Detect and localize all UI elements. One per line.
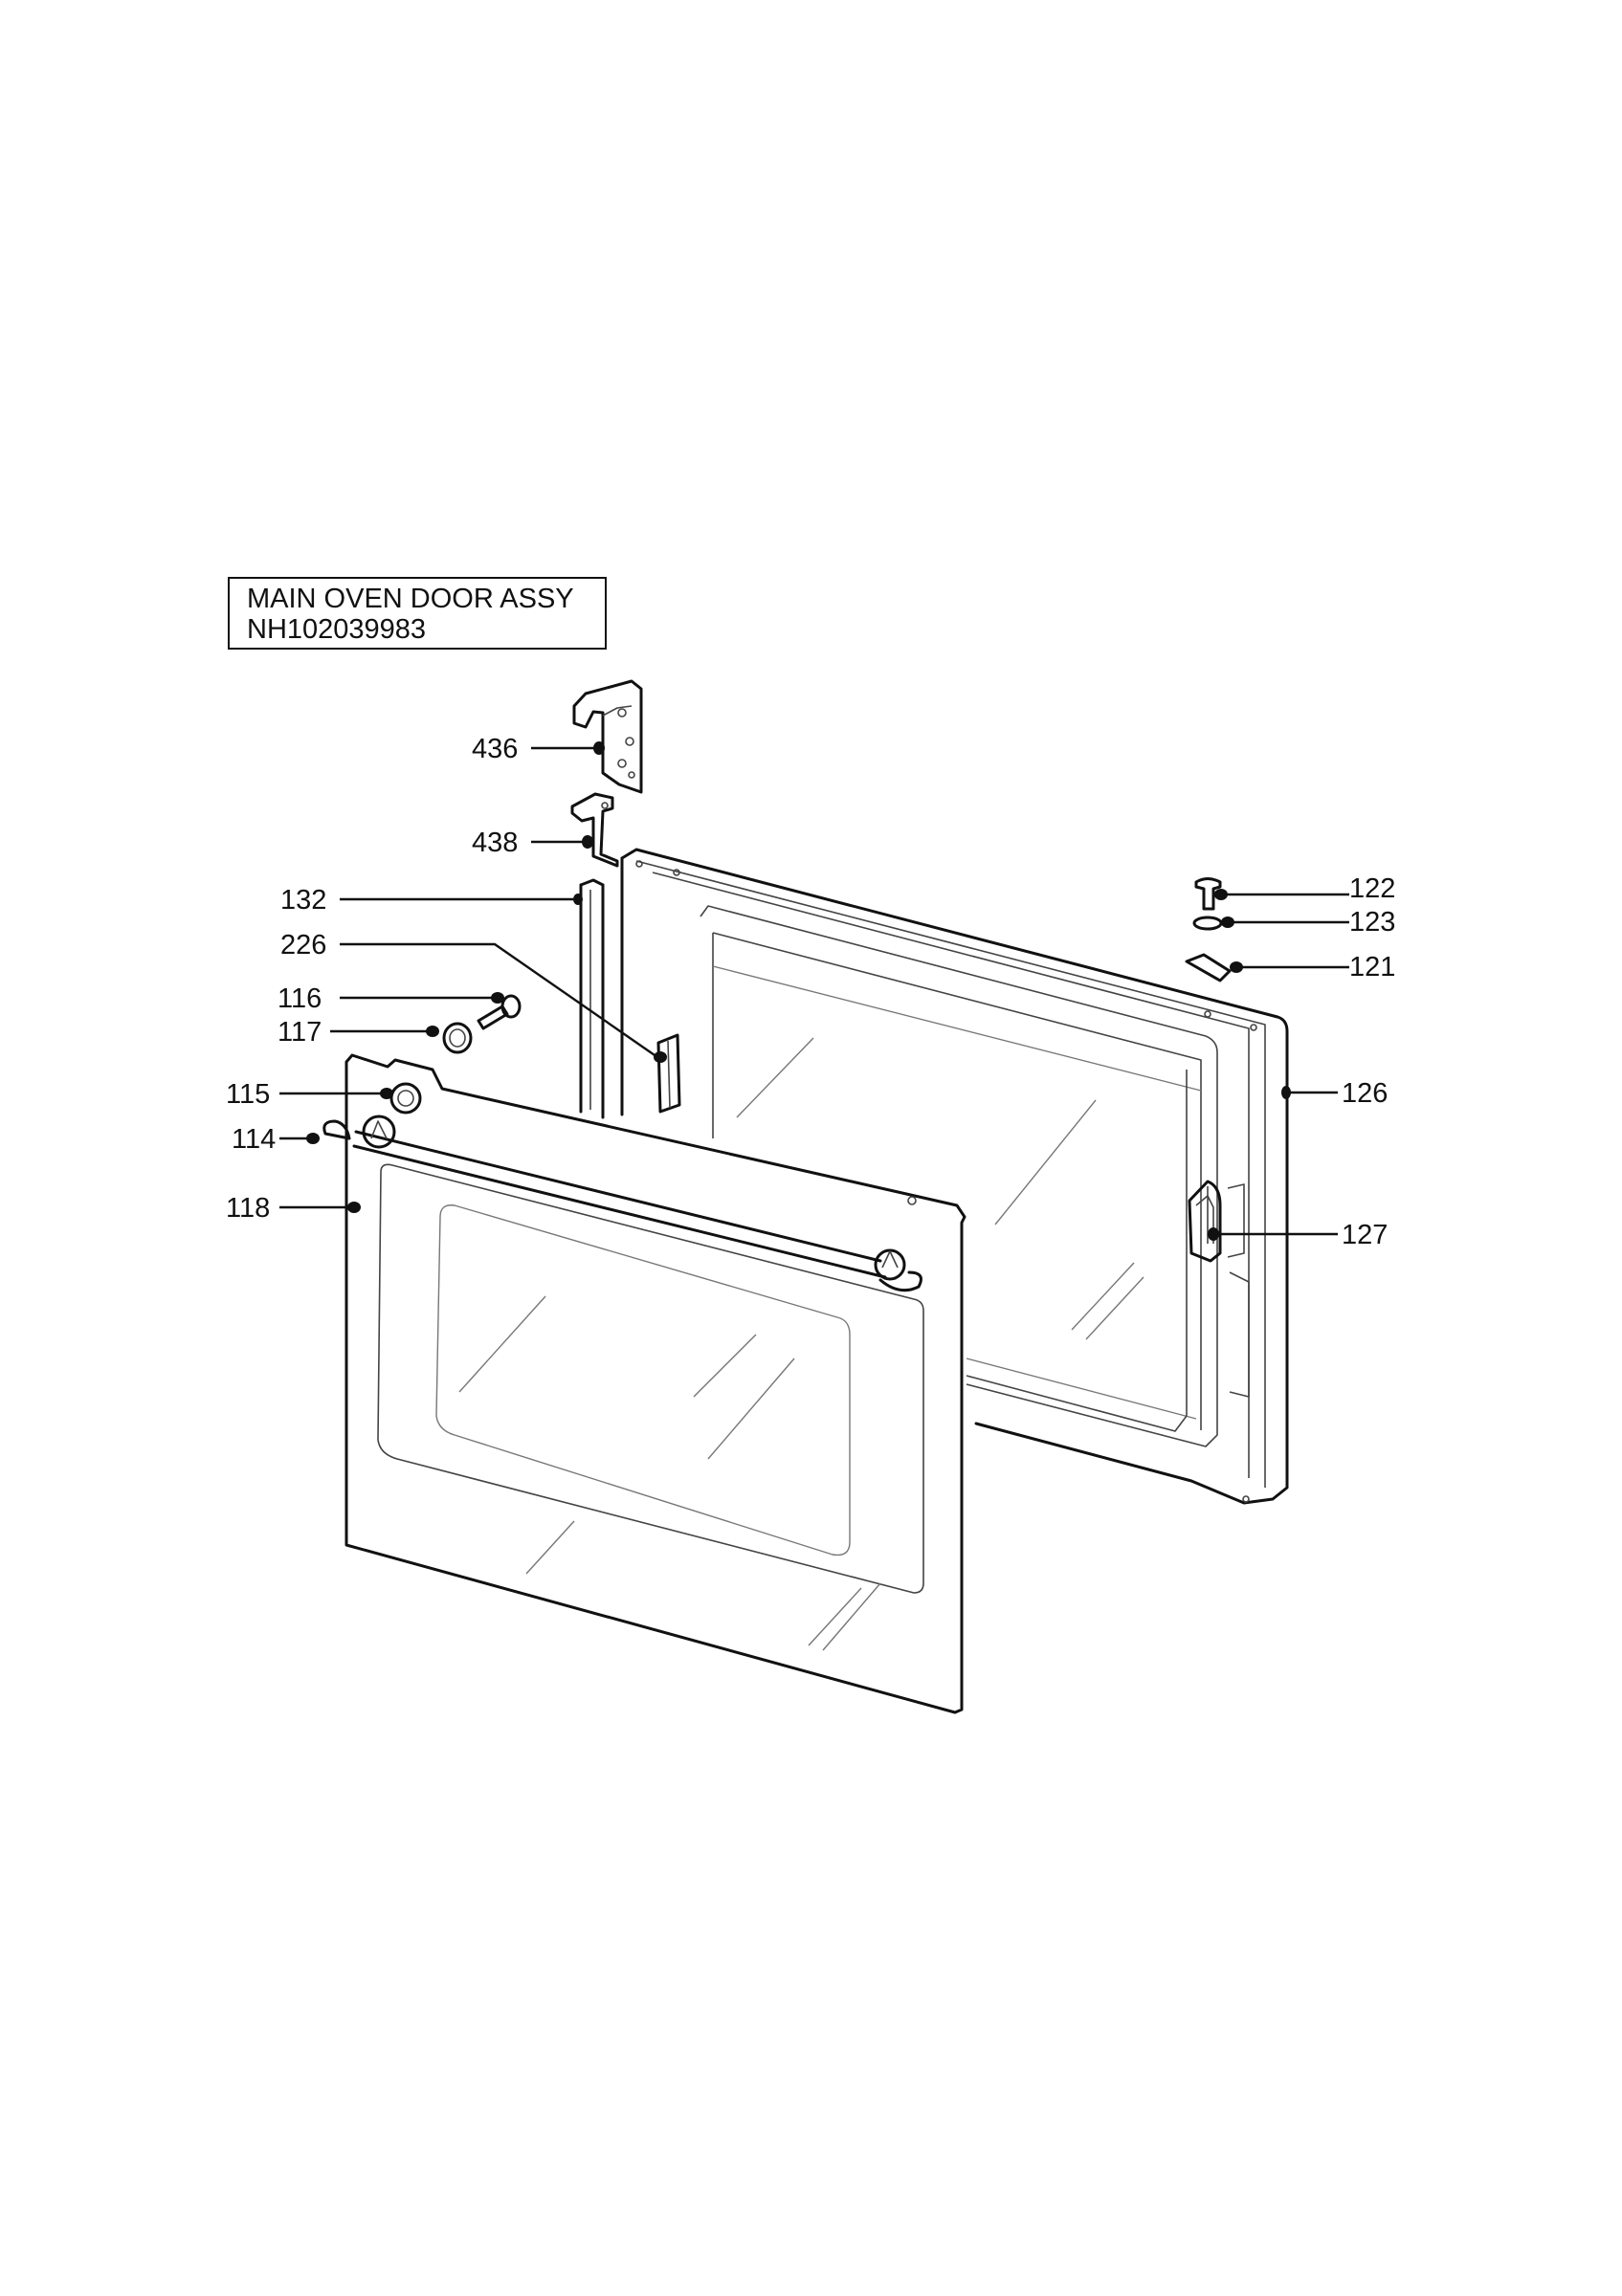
callout-117: 117: [278, 1017, 322, 1048]
seal-strip-132: [579, 878, 605, 1119]
door-handle-114: [322, 1115, 922, 1292]
callout-115: 115: [226, 1079, 270, 1110]
washer-123: [1192, 916, 1223, 931]
callout-436: 436: [472, 734, 518, 764]
rear-door-panel: [620, 848, 1289, 1505]
latch-127: [1188, 1180, 1222, 1263]
callout-132: 132: [280, 885, 326, 916]
callout-labels: 436 438 132 226 116 117 115 114 118 122 …: [226, 734, 1395, 1250]
callout-116: 116: [278, 983, 322, 1014]
screw-116: [477, 994, 522, 1030]
washer-117: [442, 1022, 473, 1054]
callout-126: 126: [1342, 1078, 1388, 1109]
hinge-bracket-438: [570, 792, 619, 868]
assembly-title: MAIN OVEN DOOR ASSY: [247, 584, 574, 614]
front-door-panel: [344, 1053, 967, 1714]
title-box: MAIN OVEN DOOR ASSY NH102039983: [228, 577, 607, 650]
assembly-part-number: NH102039983: [247, 614, 427, 645]
callout-121: 121: [1349, 952, 1395, 982]
hinge-bracket-436: [572, 679, 643, 794]
clip-121: [1185, 953, 1232, 982]
callout-438: 438: [472, 828, 518, 858]
callout-114: 114: [232, 1124, 276, 1155]
leader-lines: [279, 741, 1349, 1241]
end-cap-115: [389, 1082, 422, 1115]
callout-122: 122: [1349, 873, 1395, 904]
callout-226: 226: [280, 930, 326, 960]
callout-127: 127: [1342, 1220, 1388, 1250]
screw-122: [1194, 877, 1222, 911]
side-bracket-226: [656, 1033, 681, 1114]
callout-118: 118: [226, 1193, 270, 1224]
callout-123: 123: [1349, 907, 1395, 938]
